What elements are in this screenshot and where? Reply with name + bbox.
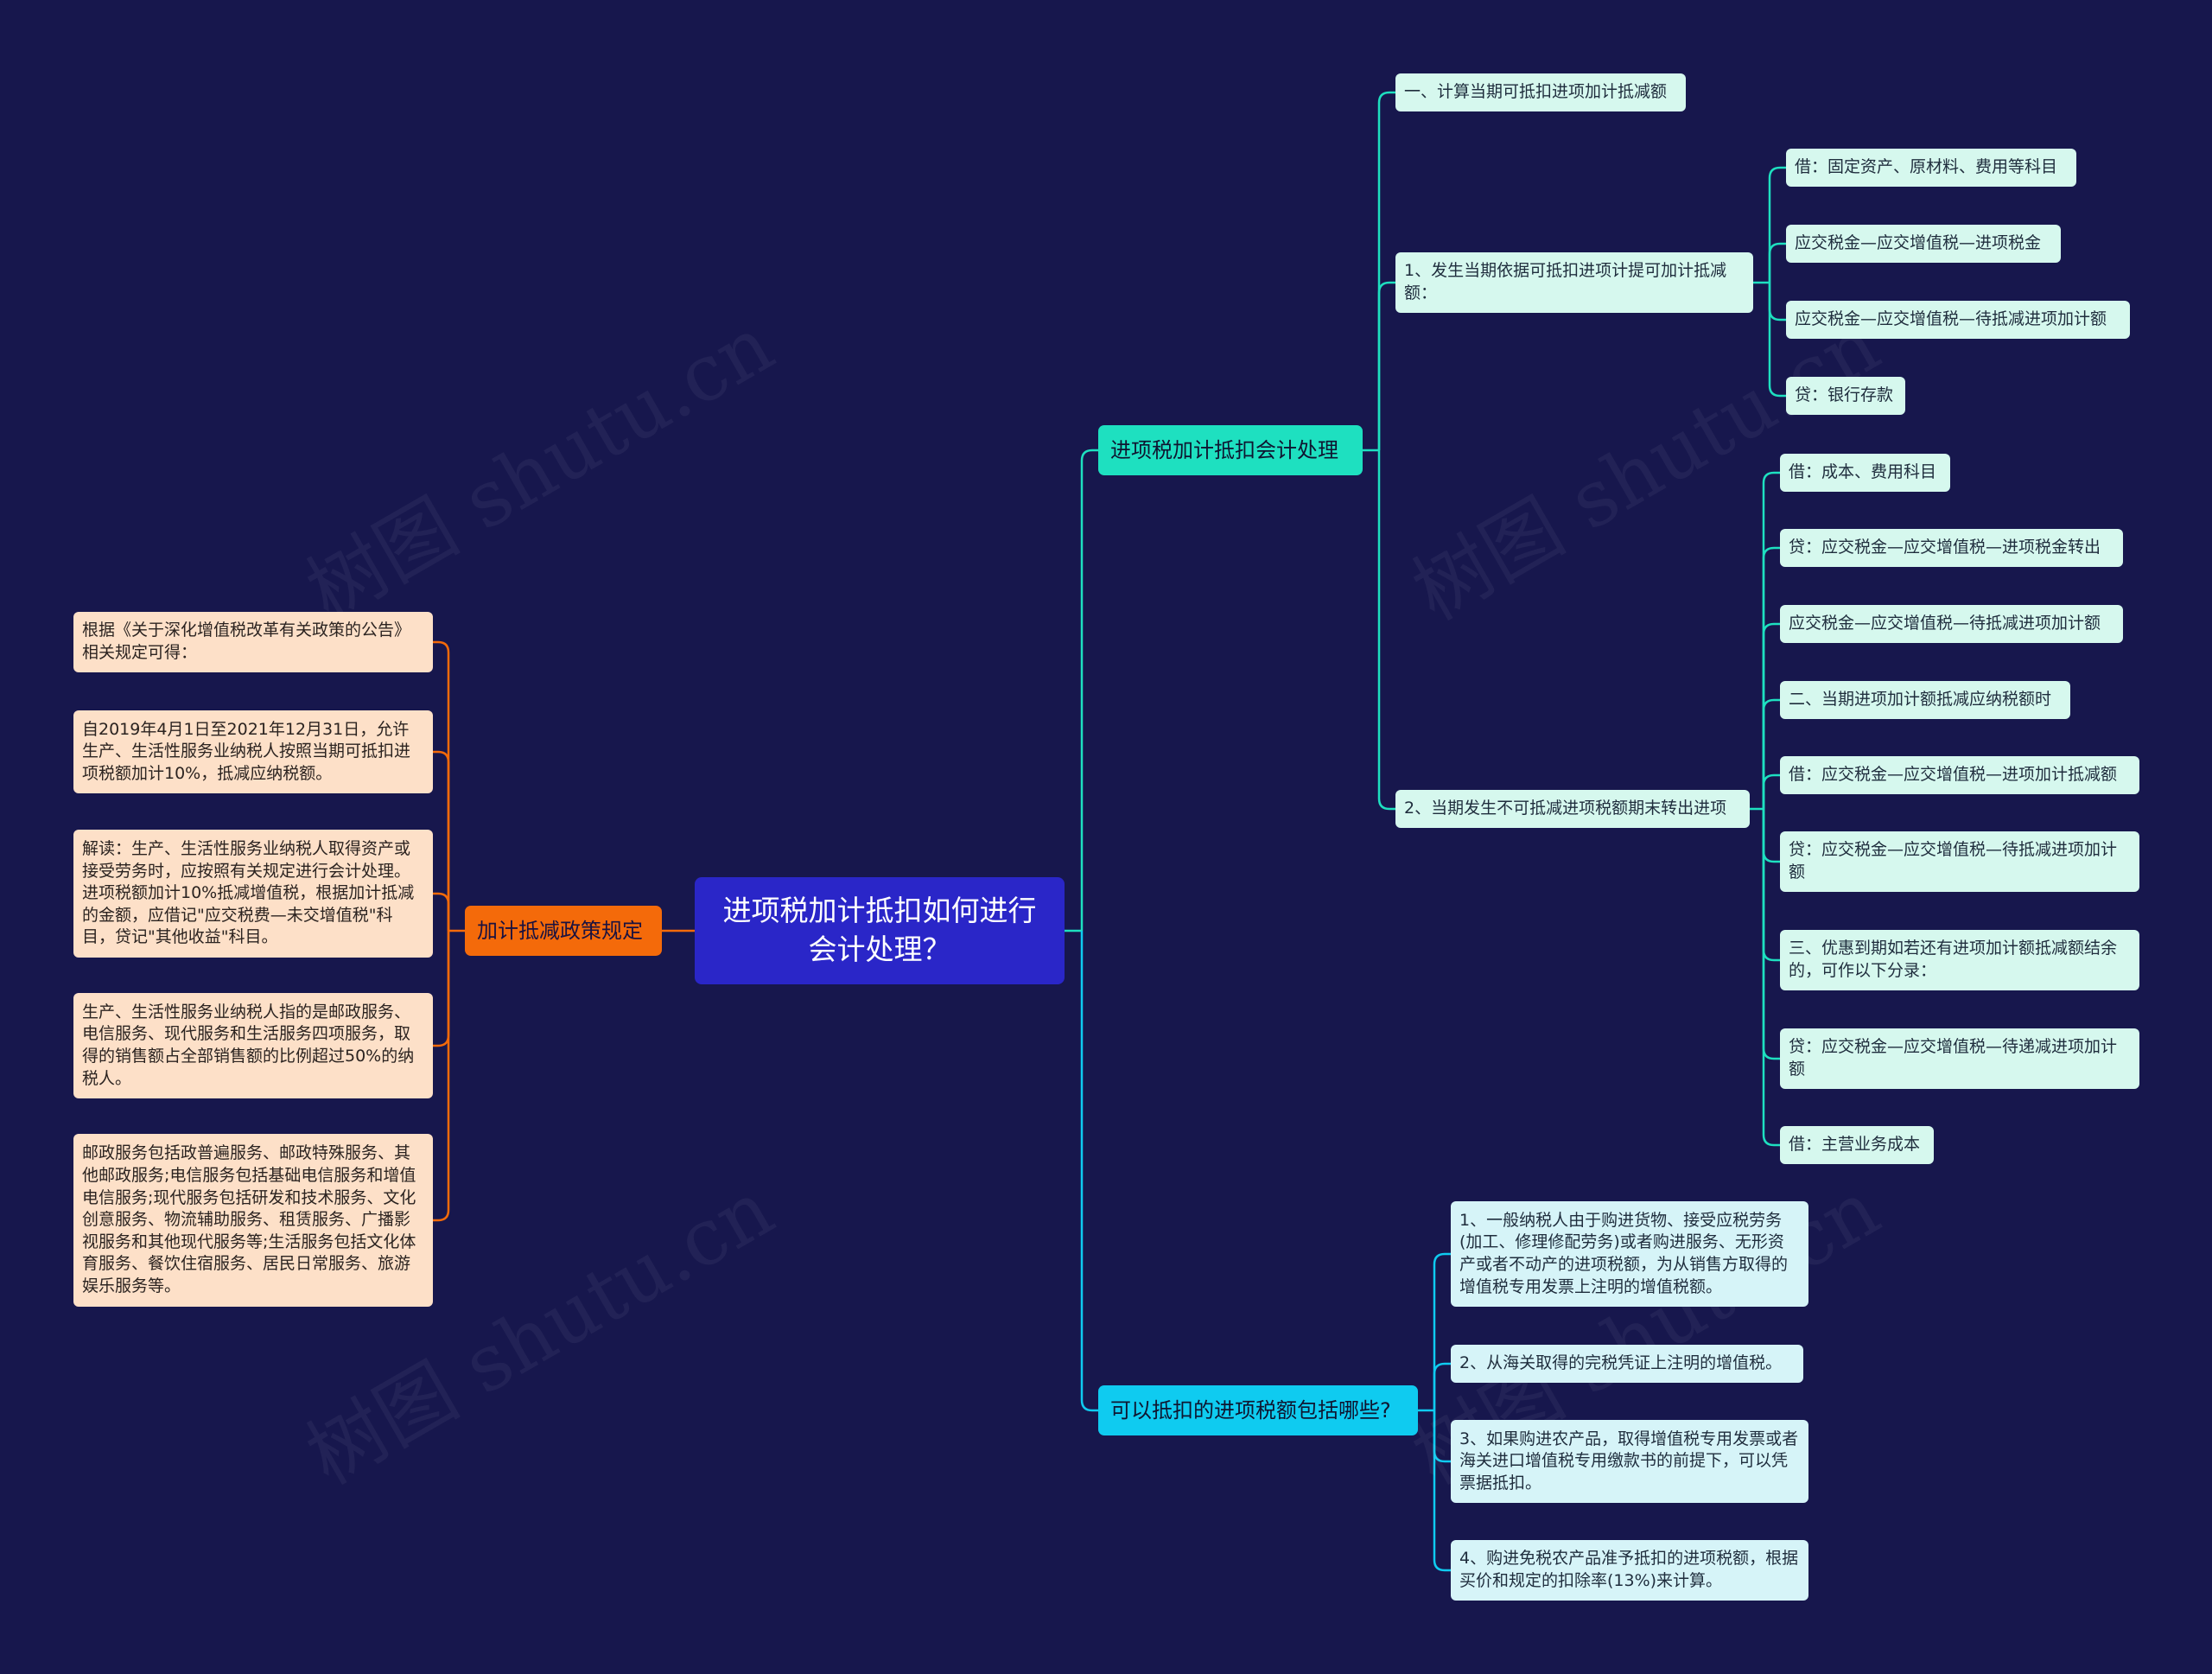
connector-line bbox=[1433, 1410, 1451, 1463]
accounting-item-3-child[interactable]: 二、当期进项加计额抵减应纳税额时 bbox=[1780, 681, 2070, 719]
accounting-item-3-child[interactable]: 贷：应交税金—应交增值税—待递减进项加计额 bbox=[1780, 1028, 2139, 1089]
connector-line bbox=[1762, 698, 1780, 809]
connector-line bbox=[1377, 450, 1395, 811]
policy-item[interactable]: 解读：生产、生活性服务业纳税人取得资产或接受劳务时，应按照有关规定进行会计处理。… bbox=[73, 830, 433, 958]
connector-line bbox=[433, 640, 450, 931]
branch-accounting[interactable]: 进项税加计抵扣会计处理 bbox=[1098, 425, 1363, 475]
connector-line bbox=[1762, 809, 1780, 1147]
branch-policy-label: 加计抵减政策规定 bbox=[477, 918, 643, 943]
root-topic-label: 进项税加计抵扣如何进行会计处理？ bbox=[722, 894, 1037, 966]
connector-line bbox=[433, 931, 450, 1047]
accounting-item-3-child[interactable]: 贷：应交税金—应交增值税—进项税金转出 bbox=[1780, 529, 2123, 567]
accounting-item-3-child[interactable]: 三、优惠到期如若还有进项加计额抵减额结余的，可作以下分录： bbox=[1780, 930, 2139, 990]
accounting-item-3-child[interactable]: 借：成本、费用科目 bbox=[1780, 454, 1950, 492]
accounting-item-3-child[interactable]: 应交税金—应交增值税—待抵减进项加计额 bbox=[1780, 605, 2123, 643]
connector-line bbox=[1762, 546, 1780, 809]
accounting-item-3-child[interactable]: 贷：应交税金—应交增值税—待抵减进项加计额 bbox=[1780, 831, 2139, 892]
connector-line bbox=[1377, 91, 1395, 450]
deductible-item[interactable]: 1、一般纳税人由于购进货物、接受应税劳务(加工、修理修配劳务)或者购进服务、无形… bbox=[1451, 1201, 1808, 1307]
policy-item[interactable]: 根据《关于深化增值税改革有关政策的公告》相关规定可得： bbox=[73, 612, 433, 672]
accounting-item-3-child[interactable]: 借：主营业务成本 bbox=[1780, 1126, 1934, 1164]
connector-line bbox=[1433, 1410, 1451, 1572]
connector-line bbox=[1762, 809, 1780, 962]
connector-line bbox=[1433, 1362, 1451, 1410]
connector-line bbox=[1768, 283, 1786, 321]
accounting-item-2[interactable]: 1、发生当期依据可抵扣进项计提可加计抵减额： bbox=[1395, 252, 1753, 313]
connector-line bbox=[1768, 283, 1786, 398]
accounting-item-2-child[interactable]: 应交税金—应交增值税—进项税金 bbox=[1786, 225, 2061, 263]
connector-line bbox=[1433, 1252, 1451, 1410]
connector-line bbox=[1768, 166, 1786, 283]
connector-line bbox=[1762, 809, 1780, 863]
accounting-item-3[interactable]: 2、当期发生不可抵减进项税额期末转出进项 bbox=[1395, 790, 1750, 828]
connector-line bbox=[1377, 281, 1395, 450]
connector-line bbox=[1080, 449, 1098, 931]
connector-line bbox=[433, 931, 450, 1222]
connector-line bbox=[1762, 471, 1780, 809]
connector-line bbox=[1080, 931, 1098, 1412]
connector-line bbox=[433, 750, 450, 931]
branch-deductible[interactable]: 可以抵扣的进项税额包括哪些? bbox=[1098, 1385, 1418, 1435]
deductible-item[interactable]: 4、购进免税农产品准予抵扣的进项税额，根据买价和规定的扣除率(13%)来计算。 bbox=[1451, 1540, 1808, 1601]
branch-deductible-label: 可以抵扣的进项税额包括哪些? bbox=[1110, 1397, 1391, 1423]
accounting-item-1[interactable]: 一、计算当期可抵扣进项加计抵减额 bbox=[1395, 73, 1686, 111]
accounting-item-2-child[interactable]: 应交税金—应交增值税—待抵减进项加计额 bbox=[1786, 301, 2130, 339]
connector-line bbox=[1768, 242, 1786, 283]
accounting-item-2-child[interactable]: 借：固定资产、原材料、费用等科目 bbox=[1786, 149, 2076, 187]
policy-item[interactable]: 邮政服务包括政普遍服务、邮政特殊服务、其他邮政服务;电信服务包括基础电信服务和增… bbox=[73, 1134, 433, 1307]
deductible-item[interactable]: 3、如果购进农产品，取得增值税专用发票或者海关进口增值税专用缴款书的前提下，可以… bbox=[1451, 1420, 1808, 1503]
accounting-item-3-child[interactable]: 借：应交税金—应交增值税—进项加计抵减额 bbox=[1780, 756, 2139, 794]
policy-item[interactable]: 自2019年4月1日至2021年12月31日，允许生产、生活性服务业纳税人按照当… bbox=[73, 710, 433, 793]
connector-line bbox=[1762, 622, 1780, 809]
deductible-item[interactable]: 2、从海关取得的完税凭证上注明的增值税。 bbox=[1451, 1345, 1803, 1383]
connector-line bbox=[1762, 809, 1780, 1060]
connector-line bbox=[1762, 773, 1780, 809]
policy-item[interactable]: 生产、生活性服务业纳税人指的是邮政服务、电信服务、现代服务和生活服务四项服务，取… bbox=[73, 993, 433, 1098]
branch-accounting-label: 进项税加计抵扣会计处理 bbox=[1110, 437, 1338, 462]
branch-policy[interactable]: 加计抵减政策规定 bbox=[465, 906, 662, 956]
root-topic[interactable]: 进项税加计抵扣如何进行会计处理？ bbox=[695, 877, 1065, 984]
connector-line bbox=[433, 892, 450, 931]
accounting-item-2-child[interactable]: 贷：银行存款 bbox=[1786, 377, 1905, 415]
